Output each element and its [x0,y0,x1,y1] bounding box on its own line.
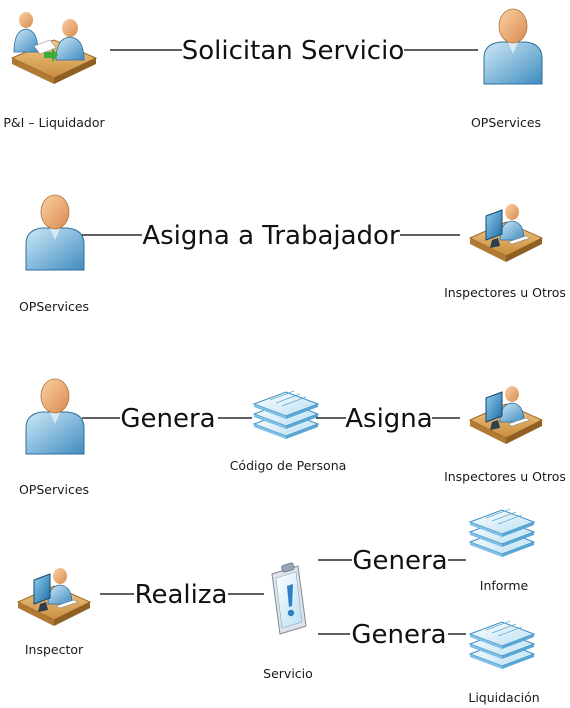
relation-asigna-a-trabajador: Asigna a Trabajador [142,221,400,251]
meeting-desk-icon [11,11,97,85]
node-label-servicio: Servicio [263,666,313,681]
node-label-inspectores: Inspectores u Otros [444,285,566,300]
relation-realiza: Realiza [135,580,228,610]
document-stack-icon [469,620,535,670]
operator-workstation-icon [469,385,543,445]
operator-workstation-icon [17,567,91,627]
node-label-opservices: OPServices [19,482,89,497]
relation-genera-informe: Genera [352,546,447,576]
node-label-liquidacion: Liquidación [468,690,539,705]
clipboard-icon [271,561,307,635]
person-icon [25,194,85,271]
relation-genera-liquidacion: Genera [351,620,446,650]
node-label-inspectores: Inspectores u Otros [444,469,566,484]
node-label-inspector: Inspector [25,642,84,657]
node-label-codigo-de-persona: Código de Persona [230,458,347,473]
person-icon [25,378,85,455]
document-stack-icon [469,508,535,558]
operator-workstation-icon [469,203,543,263]
person-icon [483,8,543,85]
node-label-informe: Informe [480,578,529,593]
node-label-opservices: OPServices [471,115,541,130]
node-label-opservices: OPServices [19,299,89,314]
document-stack-icon [253,390,319,440]
relation-genera: Genera [120,404,215,434]
node-label-pi-liquidador: P&I – Liquidador [3,115,105,130]
relation-solicitan-servicio: Solicitan Servicio [182,36,404,66]
relation-asigna: Asigna [345,404,432,434]
